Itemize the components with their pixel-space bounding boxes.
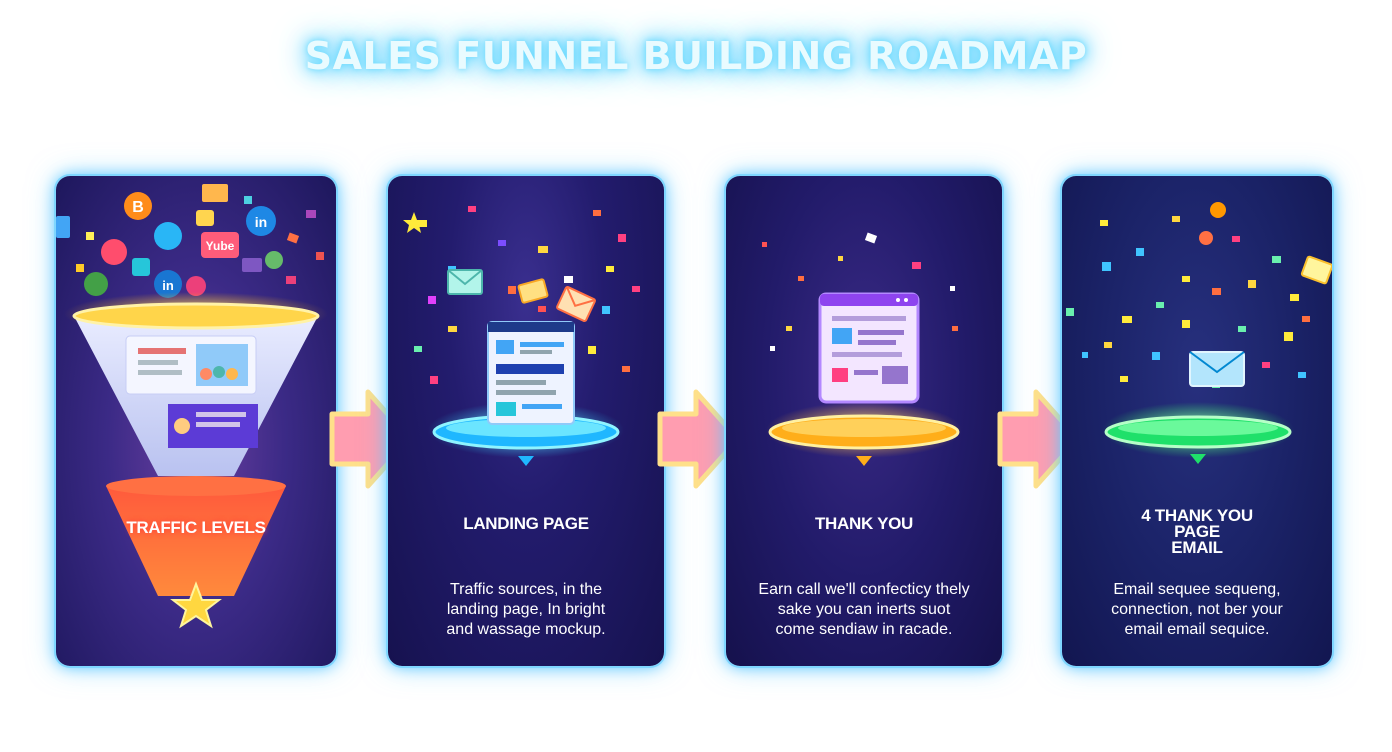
stage-title-thank-you: THANK YOU xyxy=(814,514,914,533)
arrow-right-icon xyxy=(657,389,741,489)
svg-text:in: in xyxy=(255,214,267,230)
stage-card-landing-page: LANDING PAGE Traffic sources, in the lan… xyxy=(388,176,664,666)
confetti xyxy=(762,232,958,351)
title-line: 4 THANK YOU xyxy=(1141,506,1253,525)
stage-label-traffic-levels: TRAFFIC LEVELS xyxy=(126,518,266,537)
desc-line: Traffic sources, in the xyxy=(449,581,603,598)
svg-text:B: B xyxy=(132,199,144,216)
desc-line: Email sequee sequeng, xyxy=(1113,581,1281,598)
browser-window-icon xyxy=(818,292,920,404)
stage-title-landing-page: LANDING PAGE xyxy=(463,514,589,533)
desc-line: connection, not ber your xyxy=(1111,601,1283,618)
funnel-icon xyxy=(64,292,328,629)
webpage-mockup-icon xyxy=(487,321,575,425)
desc-line: come sendiaw in racade. xyxy=(775,621,953,638)
social-media-icons: B in in Yube xyxy=(56,184,324,298)
desc-line: and wassage mockup. xyxy=(446,621,606,638)
page-title: SALES FUNNEL BUILDING ROADMAP xyxy=(304,34,1088,78)
stage-desc-landing-page: Traffic sources, in the landing page, In… xyxy=(398,580,654,640)
email-illustration xyxy=(1066,202,1332,464)
desc-line: Earn call we'll confecticy thely xyxy=(758,581,970,598)
envelope-icon xyxy=(1189,351,1245,387)
desc-line: sake you can inerts suot xyxy=(777,601,951,618)
stage-card-thank-you: THANK YOU Earn call we'll confecticy the… xyxy=(726,176,1002,666)
title-line: EMAIL xyxy=(1171,538,1223,557)
title-line: PAGE xyxy=(1174,522,1220,541)
landing-page-illustration xyxy=(403,206,640,466)
stage-title-email: 4 THANK YOU PAGE EMAIL xyxy=(1062,506,1332,557)
stage-card-traffic: B in in Yube xyxy=(56,176,336,666)
thank-you-illustration xyxy=(762,232,962,466)
envelope-icon xyxy=(447,269,596,322)
arrow-right-icon xyxy=(997,389,1081,489)
stage-desc-thank-you: Earn call we'll confecticy thely sake yo… xyxy=(736,580,992,640)
desc-line: landing page, In bright xyxy=(446,601,606,618)
stage-desc-email: Email sequee sequeng, connection, not be… xyxy=(1072,580,1322,640)
svg-text:in: in xyxy=(162,278,174,293)
funnel-illustration: B in in Yube xyxy=(56,184,328,629)
stage-card-email: 4 THANK YOU PAGE EMAIL Email sequee sequ… xyxy=(1062,176,1332,666)
svg-text:Yube: Yube xyxy=(206,239,235,253)
desc-line: email email sequice. xyxy=(1124,621,1270,638)
